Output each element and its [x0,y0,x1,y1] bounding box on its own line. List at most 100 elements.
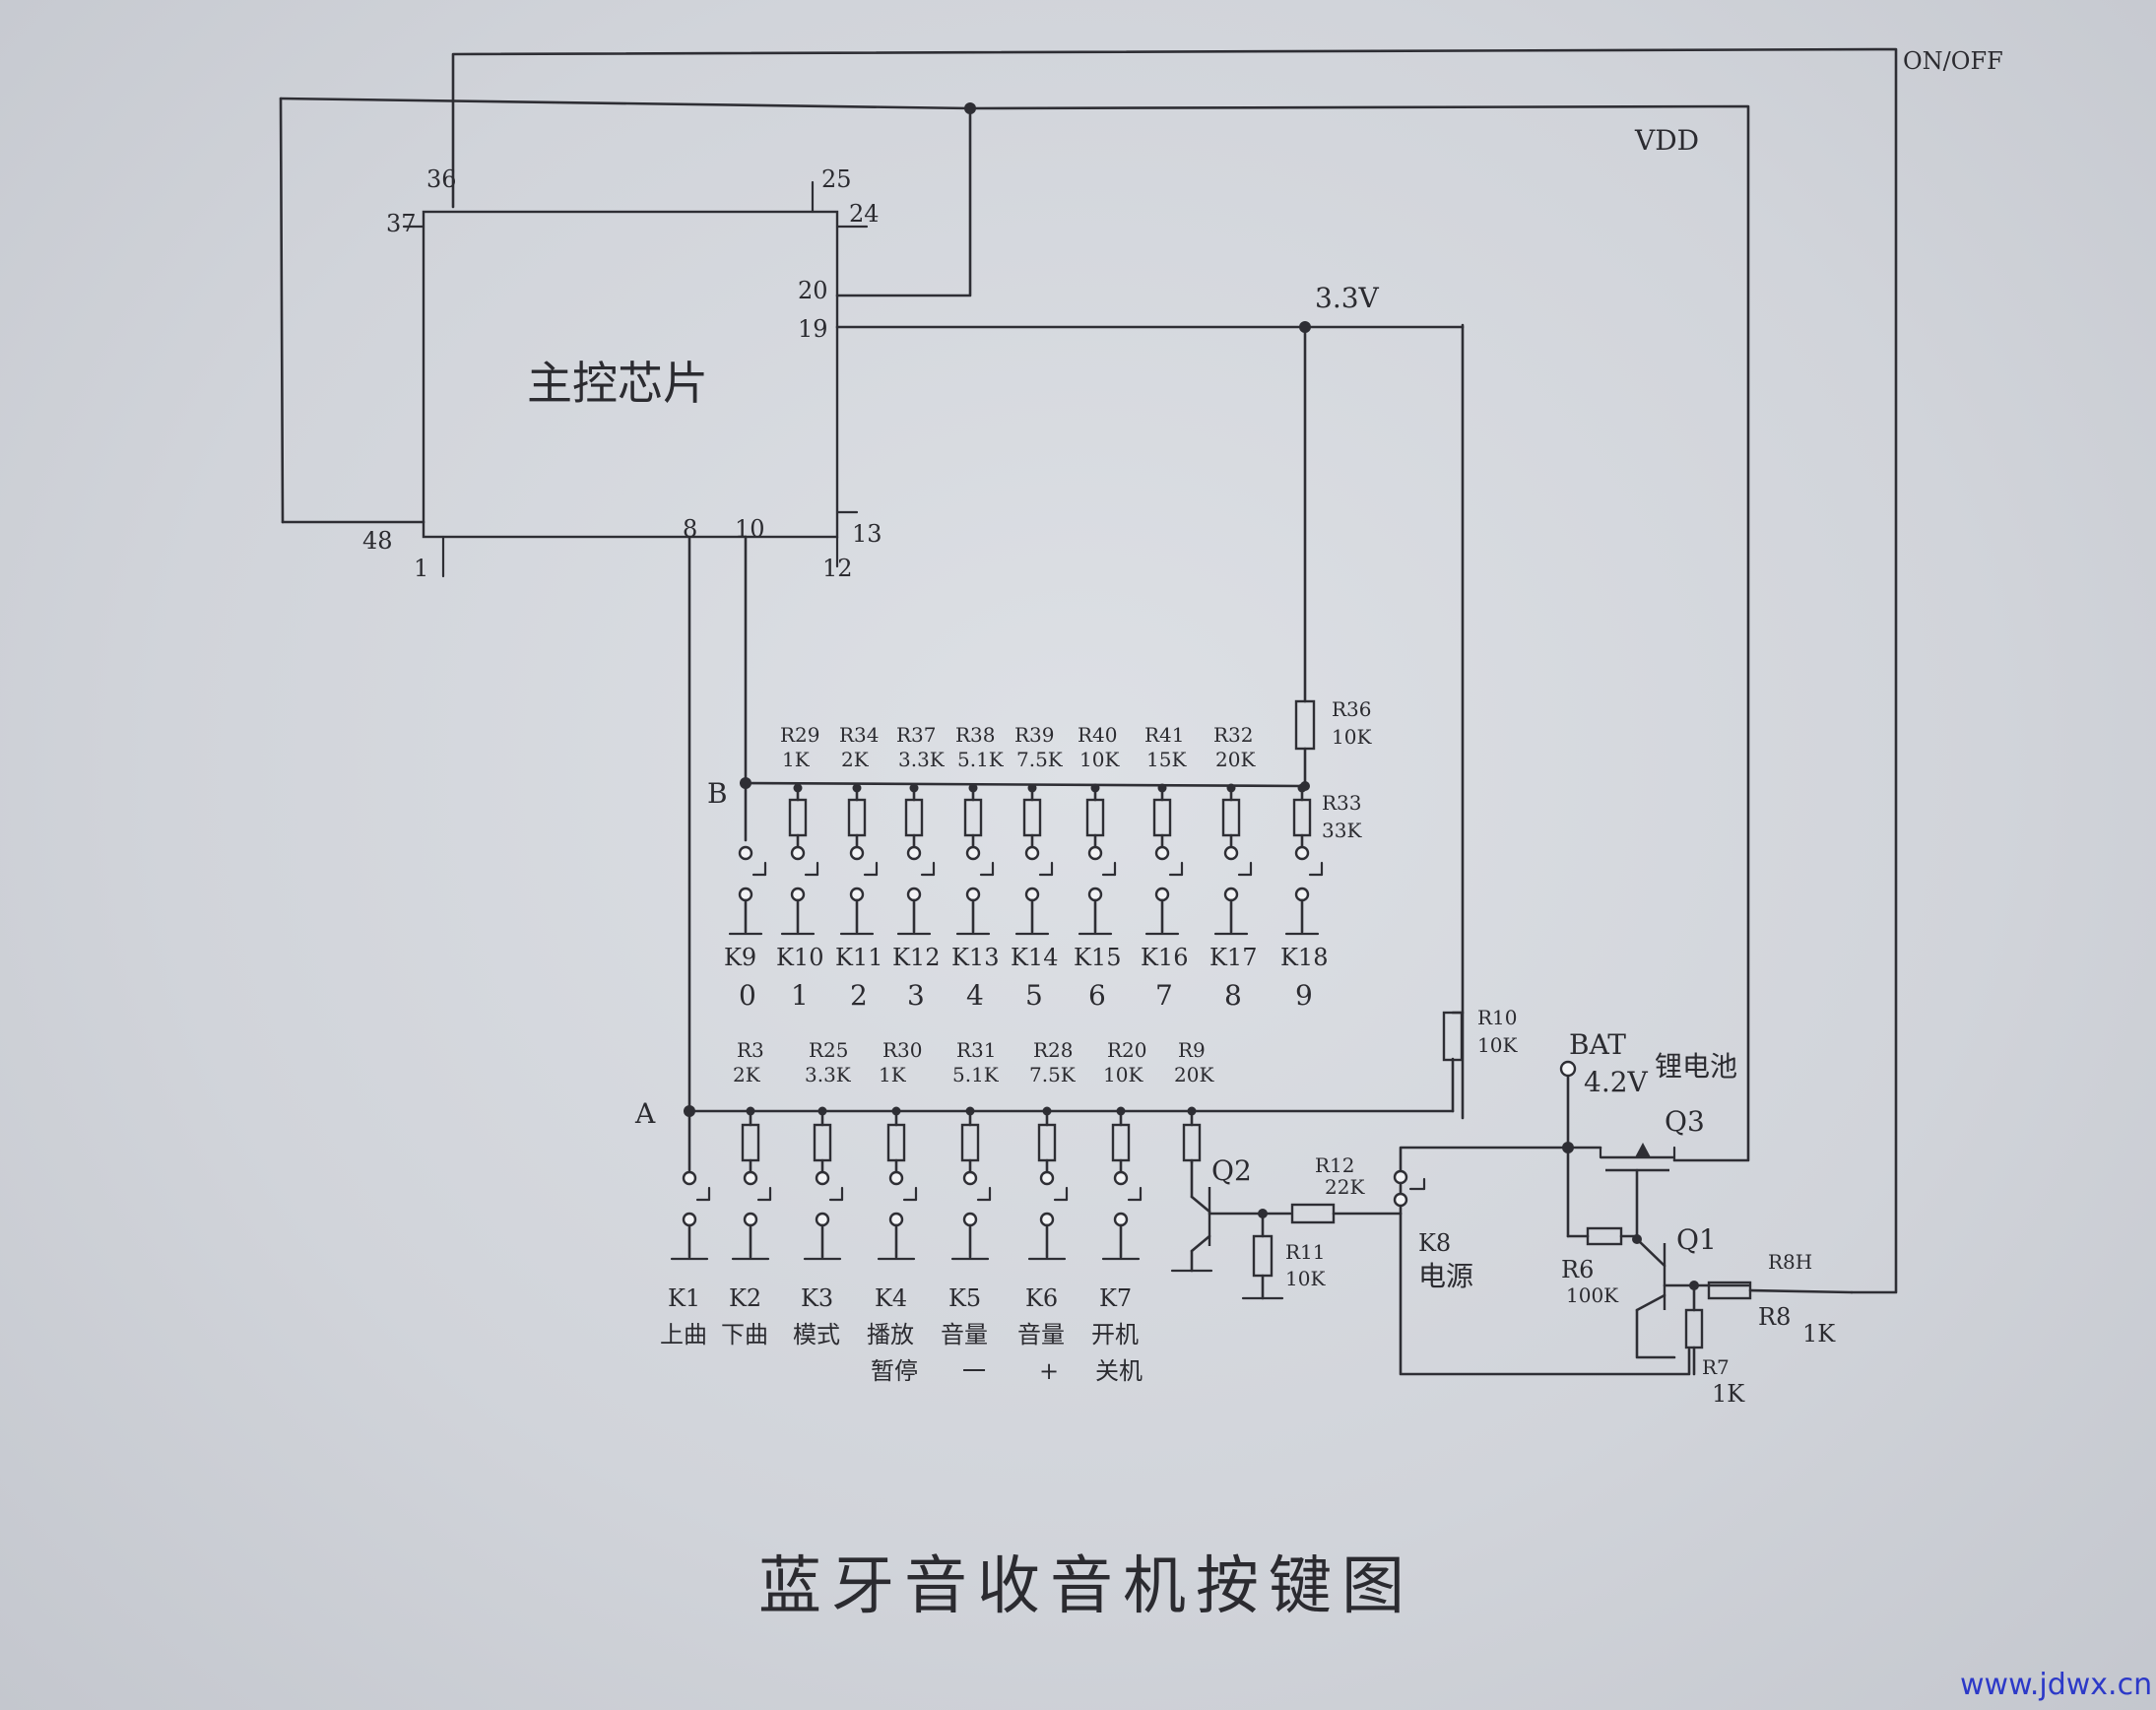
key-function: 音量 [1017,1321,1065,1348]
q3-arrow [1635,1143,1651,1157]
node-a-label: A [634,1097,656,1130]
key-k4[interactable] [888,1170,918,1227]
row-a-resistor [886,1123,906,1162]
resistor-name: R28 [1033,1038,1074,1062]
resistor-value: 10K [1079,748,1120,771]
key-digit: 2 [850,979,868,1012]
resistor-value: 5.1K [952,1063,1000,1086]
row-b-resistor [1152,798,1172,837]
resistor-name: R32 [1213,723,1254,747]
pin-25: 25 [821,165,852,193]
key-k1[interactable] [682,1170,711,1227]
key-k13[interactable] [965,845,995,902]
r9-resistor [1182,1123,1202,1162]
row-b-resistor [847,798,867,837]
key-name: K11 [835,944,882,971]
junction-b [740,777,751,789]
key-name: K15 [1074,944,1121,971]
resistor-name: R41 [1144,723,1185,747]
chip-label: 主控芯片 [527,357,708,410]
key-name: K12 [892,944,940,971]
resistor-value: 1K [879,1063,907,1086]
resistor-value: 1K [782,748,811,771]
key-k5[interactable] [962,1170,992,1227]
key-k18[interactable] [1294,845,1324,902]
key-function: 播放 [867,1321,914,1348]
pin-37: 37 [386,210,417,237]
r7-name: R7 [1702,1355,1730,1379]
resistor-name: R40 [1078,723,1118,747]
resistor-value: 20K [1174,1063,1214,1086]
key-function: 模式 [793,1321,840,1348]
row-b-resistor [1292,798,1312,837]
key-k14[interactable] [1024,845,1054,902]
r12-value: 22K [1325,1175,1365,1199]
row-b-keys: B R36 10K R33 33K K90K101R291KK112R342KK… [707,697,1372,1012]
key-k11[interactable] [849,845,879,902]
q1-label: Q1 [1676,1223,1717,1256]
power-section: Q2 R12 22K R11 10K K8 电源 BAT 4.2V 锂电池 Q3 [1170,1028,1854,1408]
resistor-name: R20 [1107,1038,1147,1062]
resistor-name: R31 [956,1038,997,1062]
resistor-value: 20K [1215,748,1256,771]
key-k7[interactable] [1113,1170,1143,1227]
diagram-caption: 蓝牙音收音机按键图 [758,1550,1414,1623]
r33-name: R33 [1322,791,1362,815]
key-k9[interactable] [738,845,767,902]
k8-contact-bottom [1393,1192,1408,1208]
resistor-value: 10K [1103,1063,1143,1086]
key-name: K17 [1209,944,1257,971]
key-k2[interactable] [743,1170,772,1227]
junction-q1-base [1689,1281,1699,1290]
key-k12[interactable] [906,845,936,902]
pin-10: 10 [735,515,765,543]
pin-24: 24 [849,200,880,228]
key-digit: 6 [1088,979,1106,1012]
key-k3[interactable] [815,1170,844,1227]
row-a-resistor [1111,1123,1131,1162]
pin-8: 8 [683,515,697,543]
key-name: K16 [1141,944,1188,971]
resistor-value: 3.3K [805,1063,852,1086]
r12-name: R12 [1315,1153,1355,1177]
r7-resistor [1684,1308,1704,1349]
resistor-value: 5.1K [957,748,1005,771]
row-b-resistor [1085,798,1105,837]
key-digit: 1 [791,979,809,1012]
key-k17[interactable] [1223,845,1253,902]
resistor-value: 15K [1146,748,1187,771]
resistor-value: 2K [733,1063,761,1086]
pin-1: 1 [414,555,428,582]
key-function: 上曲 [660,1321,707,1348]
key-name: K18 [1280,944,1328,971]
resistor-name: R3 [737,1038,764,1062]
row-b-resistor [904,798,924,837]
key-digit: 4 [966,979,984,1012]
q2-label: Q2 [1211,1154,1252,1187]
r6-value: 100K [1566,1283,1619,1307]
pin-12: 12 [822,555,853,582]
resistor-name: R29 [780,723,820,747]
key-name: K4 [875,1284,907,1312]
r10-name: R10 [1477,1006,1518,1029]
row-a-resistor [741,1123,760,1162]
key-k6[interactable] [1039,1170,1069,1227]
row-b-resistor [1221,798,1241,837]
key-function-2: 关机 [1095,1357,1143,1385]
r36-name: R36 [1332,697,1372,721]
r11-value: 10K [1285,1267,1326,1290]
row-b-resistor [1022,798,1042,837]
r8-value: 1K [1802,1320,1836,1348]
key-k16[interactable] [1154,845,1184,902]
k8-contact-top [1393,1169,1408,1185]
bat-type: 锂电池 [1655,1050,1737,1083]
key-k10[interactable] [790,845,819,902]
junction-vdd [964,102,976,114]
key-function: 下曲 [721,1321,768,1348]
bat-label: BAT [1569,1028,1626,1061]
key-k15[interactable] [1087,845,1117,902]
resistor-name: R34 [839,723,880,747]
3v3-label: 3.3V [1315,282,1380,314]
